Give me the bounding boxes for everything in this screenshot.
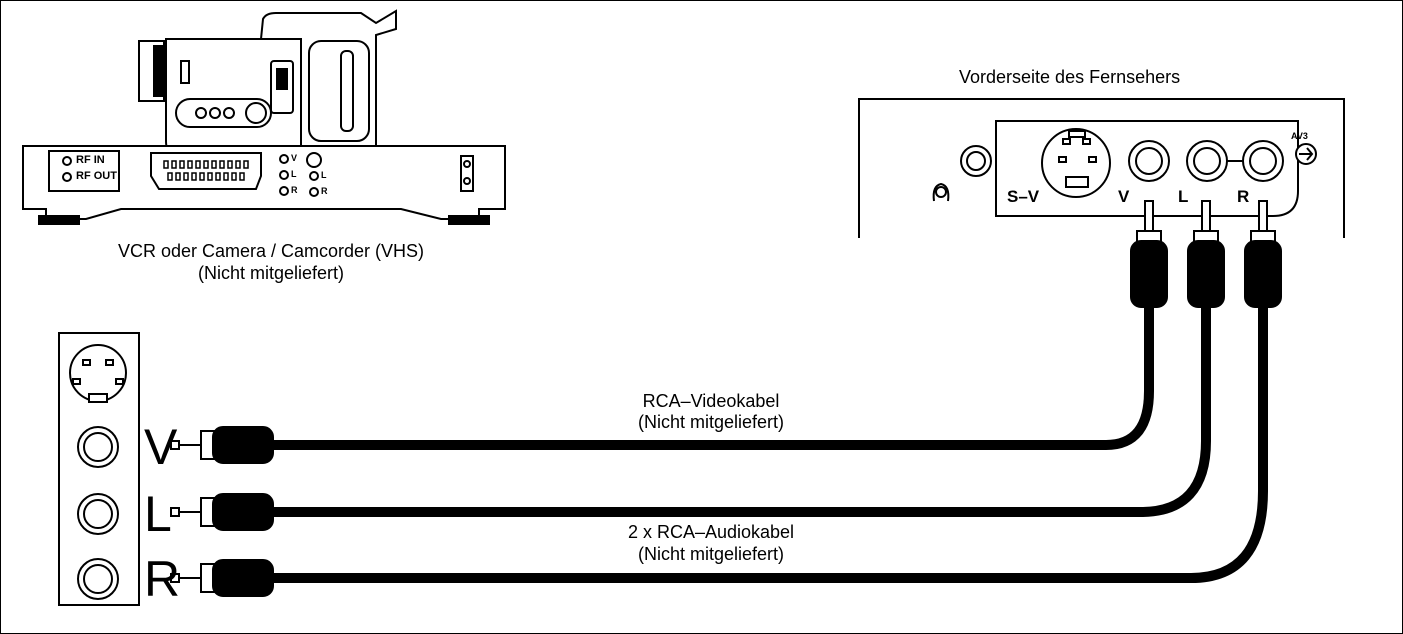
- vcr-rf-out-label: RF OUT: [76, 170, 117, 182]
- video-cable-label-line1: RCA–Videokabel: [642, 391, 780, 411]
- camcorder-illustration: [138, 9, 397, 157]
- audio-cable-label-line1: 2 x RCA–Audiokabel: [627, 522, 795, 542]
- vcr-illustration: [22, 145, 506, 225]
- tv-jack-label-r: R: [1237, 187, 1250, 206]
- vcr-jack-l-label: L: [291, 169, 297, 179]
- tv-jack-label-l: L: [1178, 187, 1189, 206]
- vcr-caption-line2: (Nicht mitgeliefert): [197, 263, 345, 283]
- tv-jack-label-v: V: [1118, 187, 1130, 206]
- source-jack-panel: [58, 332, 140, 606]
- vcr-rf-in-label: RF IN: [76, 154, 105, 166]
- vcr-jack-r-label: R: [291, 185, 298, 195]
- vcr-caption-line1: VCR oder Camera / Camcorder (VHS): [117, 241, 425, 261]
- left-plugs: [170, 426, 274, 597]
- tv-jack-label-sv: S–V: [1007, 187, 1040, 206]
- tv-plugs: [1130, 200, 1282, 308]
- headphone-icon: [932, 182, 950, 202]
- source-label-v: V: [144, 419, 178, 475]
- video-cable-label-line2: (Nicht mitgeliefert): [637, 412, 785, 432]
- tv-front-title: Vorderseite des Fernsehers: [959, 67, 1181, 87]
- audio-cable-label-line2: (Nicht mitgeliefert): [637, 544, 785, 564]
- vcr-jack-v-label: V: [291, 153, 298, 163]
- tv-front-panel: [858, 98, 1345, 238]
- source-label-l: L: [144, 486, 172, 542]
- source-label-r: R: [144, 551, 181, 607]
- cables: [261, 301, 1268, 583]
- vcr-jack-l2-label: L: [321, 170, 327, 180]
- tv-jack-label-av: AV3: [1291, 131, 1308, 141]
- vcr-jack-r2-label: R: [321, 186, 328, 196]
